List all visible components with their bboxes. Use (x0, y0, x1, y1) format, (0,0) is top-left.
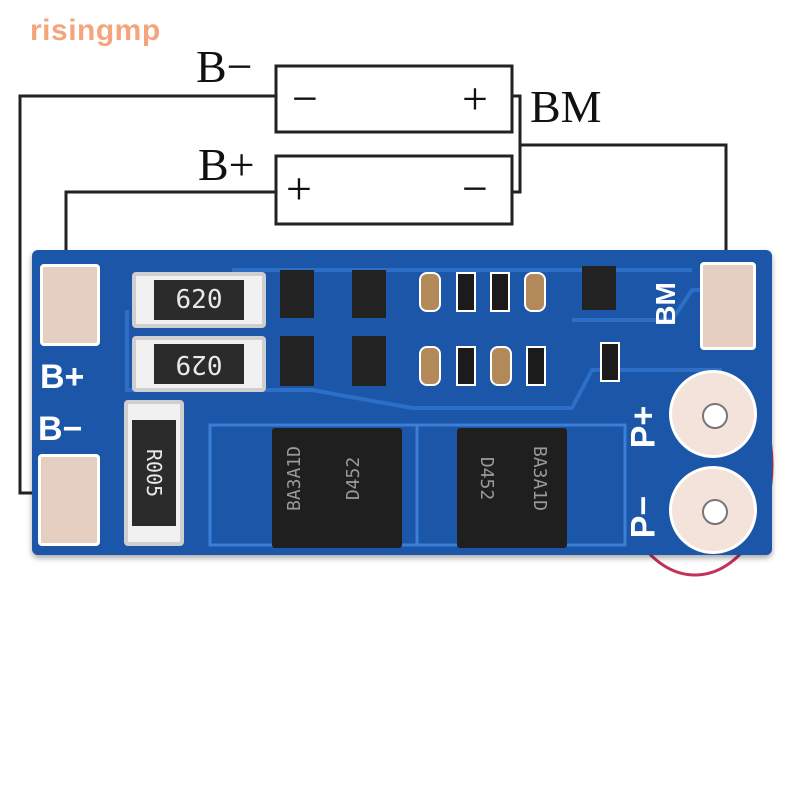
wire-b-plus (64, 190, 275, 270)
smd-res-3 (456, 346, 476, 386)
cell-bottom-minus-sign: − (462, 163, 488, 214)
mount-hole-p-minus (702, 499, 728, 525)
label-b-plus: B+ (198, 139, 255, 190)
ic-sot23-1 (280, 270, 314, 318)
mosfet-left-line2: BA3A1D (284, 445, 306, 512)
ic-sot23-2 (352, 270, 386, 318)
wire-b-minus (18, 94, 275, 495)
label-b-minus: B− (196, 41, 253, 92)
wire-bm (513, 94, 522, 194)
smd-res-2 (490, 272, 510, 312)
resistor-029: 029 (132, 336, 266, 392)
label-bm: BM (530, 81, 602, 132)
resistor-620-marking: 620 (154, 280, 244, 320)
smd-cap-2 (524, 272, 546, 312)
mount-hole-p-plus (702, 403, 728, 429)
silk-bm: BM (649, 282, 681, 326)
smd-cap-3 (419, 346, 441, 386)
watermark-text: risingmp (30, 14, 161, 47)
cell-top-minus-sign: − (292, 73, 318, 124)
cell-top-plus-sign: + (462, 73, 488, 124)
silk-p-plus: P+ (624, 405, 663, 449)
output-pad-p-plus (669, 370, 757, 458)
silk-b-minus: B− (38, 410, 83, 448)
mosfet-right-line1: D452 (476, 456, 498, 501)
wire-bm-lead (520, 143, 728, 262)
ic-sot23-5 (582, 266, 616, 310)
ic-sot23-3 (280, 336, 314, 386)
smd-cap-1 (419, 272, 441, 312)
shunt-resistor: R005 (124, 400, 184, 546)
resistor-029-marking: 029 (154, 344, 244, 384)
resistor-620: 620 (132, 272, 266, 328)
mosfet-right: D452 BA3A1D (457, 428, 567, 548)
smd-res-5 (600, 342, 620, 382)
cell-top (274, 64, 514, 134)
cell-bottom (274, 154, 514, 226)
mosfet-left: D452 BA3A1D (272, 428, 402, 548)
smd-cap-4 (490, 346, 512, 386)
mosfet-left-line1: D452 (343, 456, 365, 501)
shunt-marking: R005 (132, 420, 176, 526)
pad-bm (700, 262, 756, 350)
pad-b-plus (40, 264, 100, 346)
pad-b-minus (38, 454, 100, 546)
output-pad-p-minus (669, 466, 757, 554)
smd-res-1 (456, 272, 476, 312)
silk-b-plus: B+ (40, 358, 85, 396)
pcb-board: B+ B− BM P+ P− 620 029 R005 D452 BA3A1D … (32, 250, 772, 555)
smd-res-4 (526, 346, 546, 386)
cell-bottom-plus-sign: + (286, 163, 312, 214)
ic-sot23-4 (352, 336, 386, 386)
mosfet-right-line2: BA3A1D (529, 445, 551, 512)
silk-p-minus: P− (624, 495, 663, 539)
